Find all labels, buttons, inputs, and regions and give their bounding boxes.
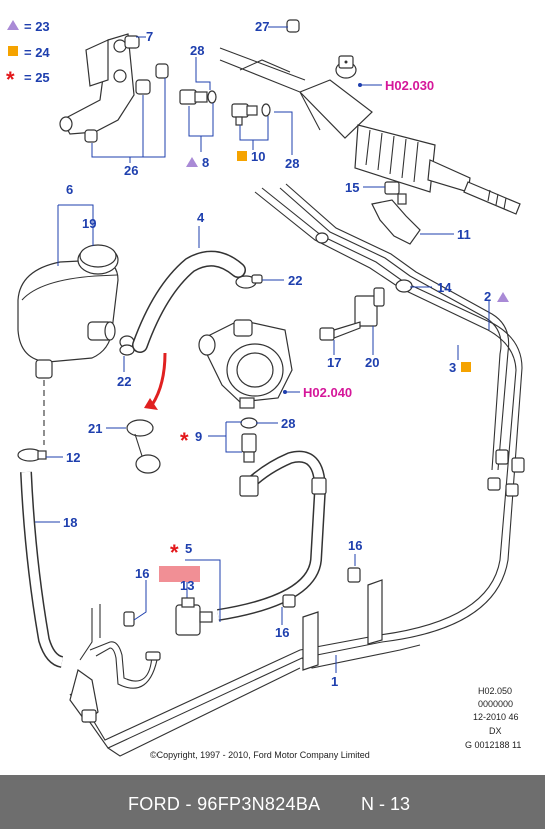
callout-16-right: 16: [348, 538, 362, 553]
hose-clamp: [119, 335, 135, 356]
asterisk-icon: *: [6, 67, 15, 92]
ref-pump: H02.040: [303, 385, 352, 400]
callout-22-right: 22: [288, 273, 302, 288]
hose-clamp-12: [17, 448, 47, 462]
legend-triangle-label: = 23: [24, 19, 50, 34]
callout-19: 19: [82, 216, 96, 231]
callout-15: 15: [345, 180, 359, 195]
callout-2: 2: [484, 289, 491, 304]
valve-13: [175, 597, 213, 636]
callout-27: 27: [255, 19, 269, 34]
callout-10: 10: [251, 149, 265, 164]
square-marker-3: [461, 362, 471, 372]
bolt-16-mid: [282, 594, 296, 608]
square-icon: [8, 46, 18, 56]
info-line-3: 12-2010 46: [473, 712, 519, 722]
hose-clamp-21: [126, 419, 161, 474]
callout-12: 12: [66, 450, 80, 465]
triangle-icon: [7, 20, 19, 30]
bolt-17: [319, 321, 361, 341]
red-arrow: [150, 352, 167, 406]
square-marker-10: [237, 151, 247, 161]
info-line-1: H02.050: [478, 686, 512, 696]
triangle-marker-2: [497, 292, 509, 302]
callout-8: 8: [202, 155, 209, 170]
pipe-bundle: [69, 183, 525, 757]
callout-28-mid: 28: [285, 156, 299, 171]
bolt-16-right: [347, 567, 361, 583]
drawing-info-block: H02.050 0000000 12-2010 46 DX G 0012188 …: [465, 686, 521, 750]
page-number: N - 13: [361, 794, 411, 814]
callout-28-top: 28: [190, 43, 204, 58]
callout-22-left: 22: [117, 374, 131, 389]
legend-square-label: = 24: [24, 45, 50, 60]
gear-bracket: [371, 181, 421, 245]
red-arrow-head: [144, 398, 158, 410]
callout-5: 5: [185, 541, 192, 556]
callout-21: 21: [88, 421, 102, 436]
legend-asterisk-label: = 25: [24, 70, 50, 85]
callout-16-mid: 16: [275, 625, 289, 640]
fluid-reservoir: [17, 244, 119, 379]
info-line-4: DX: [489, 726, 502, 736]
parts-diagram: = 23 = 24 * = 25 7 26 28 8 10 28: [6, 19, 525, 760]
power-steering-pump: [198, 319, 293, 409]
bracket-assembly: [59, 33, 169, 143]
part-number: FORD - 96FP3N824BA: [128, 794, 321, 814]
callout-14: 14: [437, 280, 452, 295]
callout-28-pump: 28: [281, 416, 295, 431]
steering-gear: [219, 19, 521, 215]
callout-18: 18: [63, 515, 77, 530]
callout-9: 9: [195, 429, 202, 444]
callout-17: 17: [327, 355, 341, 370]
callout-1: 1: [331, 674, 338, 689]
callout-16-left: 16: [135, 566, 149, 581]
hose-5: [217, 450, 327, 621]
callout-20: 20: [365, 355, 379, 370]
legend: = 23 = 24 * = 25: [6, 19, 50, 92]
bolt-16-left: [123, 611, 135, 627]
asterisk-marker-5: *: [170, 540, 179, 565]
info-line-5: G 0012188 11: [465, 740, 521, 750]
fittings-group: [179, 89, 271, 126]
info-line-2: 0000000: [478, 699, 513, 709]
hose-clamp-upper: [235, 274, 263, 289]
callout-3: 3: [449, 360, 456, 375]
callout-7: 7: [146, 29, 153, 44]
highlight-box: [159, 566, 200, 582]
ref-steering-gear: H02.030: [385, 78, 434, 93]
callout-26: 26: [124, 163, 138, 178]
copyright-text: ©Copyright, 1997 - 2010, Ford Motor Comp…: [150, 750, 370, 760]
triangle-marker-8: [186, 157, 198, 167]
callout-6: 6: [66, 182, 73, 197]
pump-fittings: [240, 417, 258, 463]
callout-4: 4: [197, 210, 205, 225]
callout-11: 11: [457, 227, 471, 242]
footer-bar: FORD - 96FP3N824BA N - 13: [0, 775, 545, 829]
asterisk-marker-9: *: [180, 428, 189, 453]
